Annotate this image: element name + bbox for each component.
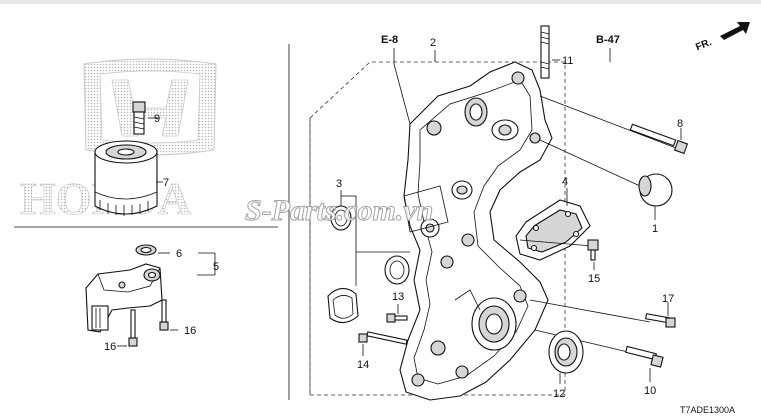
callout-16-left: 16 bbox=[104, 341, 116, 353]
callout-5: 5 bbox=[213, 261, 219, 273]
bolt-16-right bbox=[159, 299, 178, 331]
callout-9: 9 bbox=[154, 113, 160, 125]
callout-6: 6 bbox=[176, 248, 182, 260]
diagram-code: T7ADE1300A bbox=[680, 405, 735, 415]
cover-plate bbox=[515, 188, 591, 261]
fr-arrow-icon bbox=[720, 22, 750, 40]
oil-filter bbox=[94, 140, 163, 216]
bolt-16-left bbox=[117, 309, 138, 347]
callout-15: 15 bbox=[588, 273, 600, 285]
ref-label-e8: E-8 bbox=[381, 34, 398, 46]
callout-17: 17 bbox=[662, 293, 674, 305]
top-border bbox=[0, 0, 761, 4]
callout-8: 8 bbox=[677, 118, 683, 130]
bolt-17 bbox=[529, 299, 676, 328]
ref-label-b47: B-47 bbox=[596, 34, 620, 46]
bolt-15 bbox=[519, 239, 599, 270]
callout-4: 4 bbox=[562, 176, 568, 188]
front-direction-indicator: FR. bbox=[694, 22, 750, 53]
callout-3: 3 bbox=[336, 178, 342, 190]
bolt-8 bbox=[539, 95, 689, 155]
callout-10: 10 bbox=[644, 385, 656, 397]
callout-16-right: 16 bbox=[184, 325, 196, 337]
callout-14: 14 bbox=[357, 359, 369, 371]
callout-13: 13 bbox=[392, 291, 404, 303]
fr-label: FR. bbox=[694, 37, 713, 53]
bolt-13 bbox=[386, 304, 408, 323]
timing-chain-case bbox=[399, 61, 553, 401]
callout-7: 7 bbox=[163, 177, 169, 189]
callout-12: 12 bbox=[553, 388, 565, 400]
bolt-14 bbox=[358, 331, 408, 356]
callout-2: 2 bbox=[430, 37, 436, 49]
bolt-10 bbox=[534, 329, 664, 382]
callout-11: 11 bbox=[562, 55, 573, 67]
sealing-cap bbox=[539, 139, 673, 220]
stud-bolt bbox=[540, 25, 560, 79]
callout-1: 1 bbox=[652, 223, 658, 235]
o-ring-gaskets bbox=[327, 190, 410, 324]
watermark: S-Parts.com.vn bbox=[245, 194, 433, 227]
oil-filter-stud bbox=[132, 101, 158, 135]
oil-pressure-switch-assembly bbox=[85, 244, 216, 333]
crankshaft-oil-seal bbox=[548, 330, 584, 384]
